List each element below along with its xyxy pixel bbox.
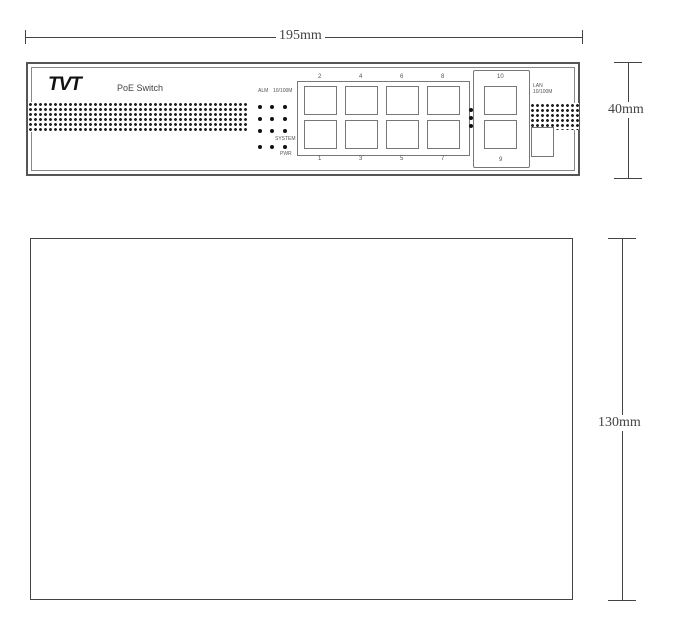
brand-logo: TVT: [48, 74, 82, 95]
ethernet-port: [427, 86, 460, 115]
status-led: [270, 129, 274, 133]
depth-label: 130mm: [595, 415, 644, 431]
height-label: 40mm: [605, 102, 647, 118]
uplink-port-9: [484, 120, 517, 149]
indicator-dot: [469, 116, 473, 120]
ethernet-port: [345, 86, 378, 115]
port-number-bottom: 3: [359, 156, 363, 162]
port-number-top: 6: [400, 74, 404, 80]
model-label: PoE Switch: [117, 83, 164, 93]
status-led: [283, 129, 287, 133]
port-number-top: 4: [359, 74, 363, 80]
ethernet-port: [304, 86, 337, 115]
width-tick-left: [25, 30, 26, 44]
led-label-system: SYSTEM: [275, 136, 296, 142]
depth-tick-bottom: [608, 600, 636, 601]
status-led: [258, 129, 262, 133]
ethernet-port: [304, 120, 337, 149]
status-led: [270, 117, 274, 121]
indicator-dot: [469, 108, 473, 112]
port-number-bottom: 1: [318, 156, 322, 162]
status-led: [283, 105, 287, 109]
indicator-dot: [469, 124, 473, 128]
port-number-top: 8: [441, 74, 445, 80]
ethernet-port: [345, 120, 378, 149]
width-label: 195mm: [276, 28, 325, 44]
height-tick-top: [614, 62, 642, 63]
led-label-power: PWR: [280, 151, 292, 157]
port-number-top: 2: [318, 74, 322, 80]
ethernet-port: [386, 86, 419, 115]
port-number-bottom: 7: [441, 156, 445, 162]
sfp-slot: [531, 127, 554, 157]
ethernet-port: [386, 120, 419, 149]
width-tick-right: [582, 30, 583, 44]
uplink-port-10: [484, 86, 517, 115]
uplink-bottom-number: 9: [499, 157, 503, 163]
status-led: [270, 105, 274, 109]
led-label-alm: ALM: [258, 88, 269, 94]
depth-tick-top: [608, 238, 636, 239]
right-vent: [530, 103, 579, 130]
port-number-bottom: 5: [400, 156, 404, 162]
status-led: [258, 145, 262, 149]
ethernet-port: [427, 120, 460, 149]
height-dimension-line: [628, 62, 629, 178]
status-led: [283, 145, 287, 149]
uplink-label: LAN 10/100M: [533, 83, 553, 95]
front-panel: [26, 62, 580, 176]
status-led: [270, 145, 274, 149]
uplink-group: [473, 70, 530, 168]
top-view-outline: [30, 238, 573, 600]
height-tick-bottom: [614, 178, 642, 179]
status-led: [258, 105, 262, 109]
led-label-speed: 10/100M: [273, 88, 293, 94]
uplink-top-number: 10: [497, 74, 504, 80]
status-led: [283, 117, 287, 121]
left-vent: [28, 102, 248, 132]
status-led: [258, 117, 262, 121]
